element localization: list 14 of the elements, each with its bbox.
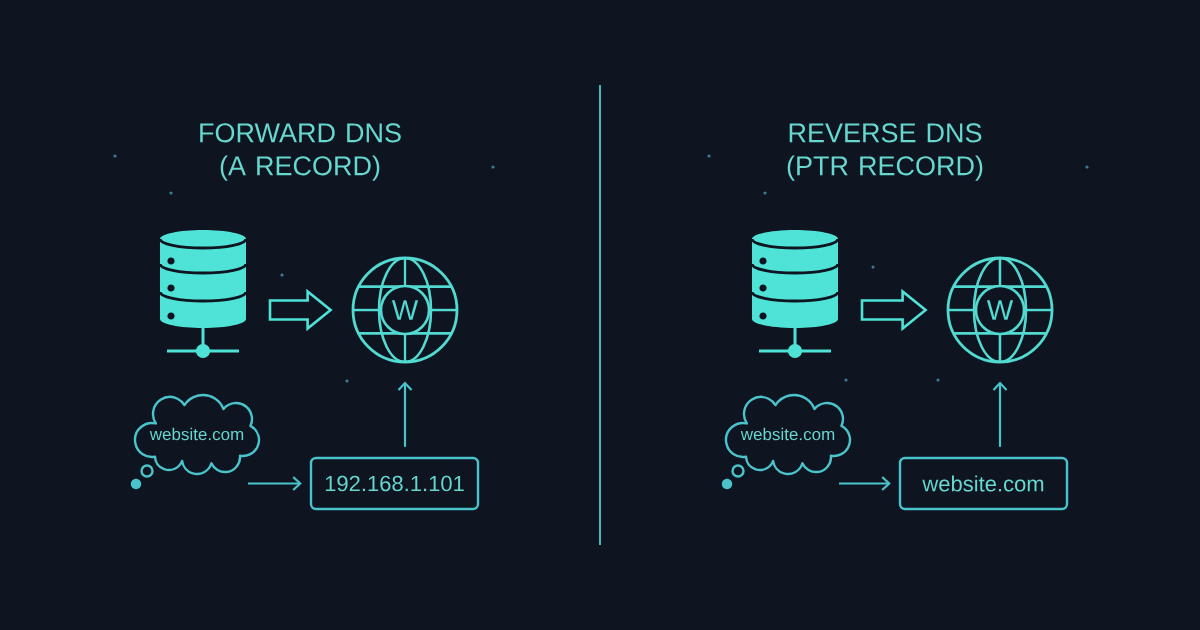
result-box: 192.168.1.101 (309, 456, 480, 511)
heading: REVERSE DNS (PTR RECORD) (787, 123, 983, 181)
arrow (397, 381, 413, 447)
database-icon (158, 230, 248, 358)
arrow (839, 476, 891, 491)
thought-cloud: website.com (724, 393, 852, 476)
block-arrow (268, 288, 333, 332)
database-icon (750, 230, 840, 358)
thought-cloud: website.com (133, 393, 261, 476)
heading: FORWARD DNS (A RECORD) (200, 123, 401, 181)
arrow (992, 381, 1008, 447)
result-box: website.com (898, 456, 1069, 511)
block-arrow (860, 288, 928, 332)
arrow (248, 476, 302, 491)
